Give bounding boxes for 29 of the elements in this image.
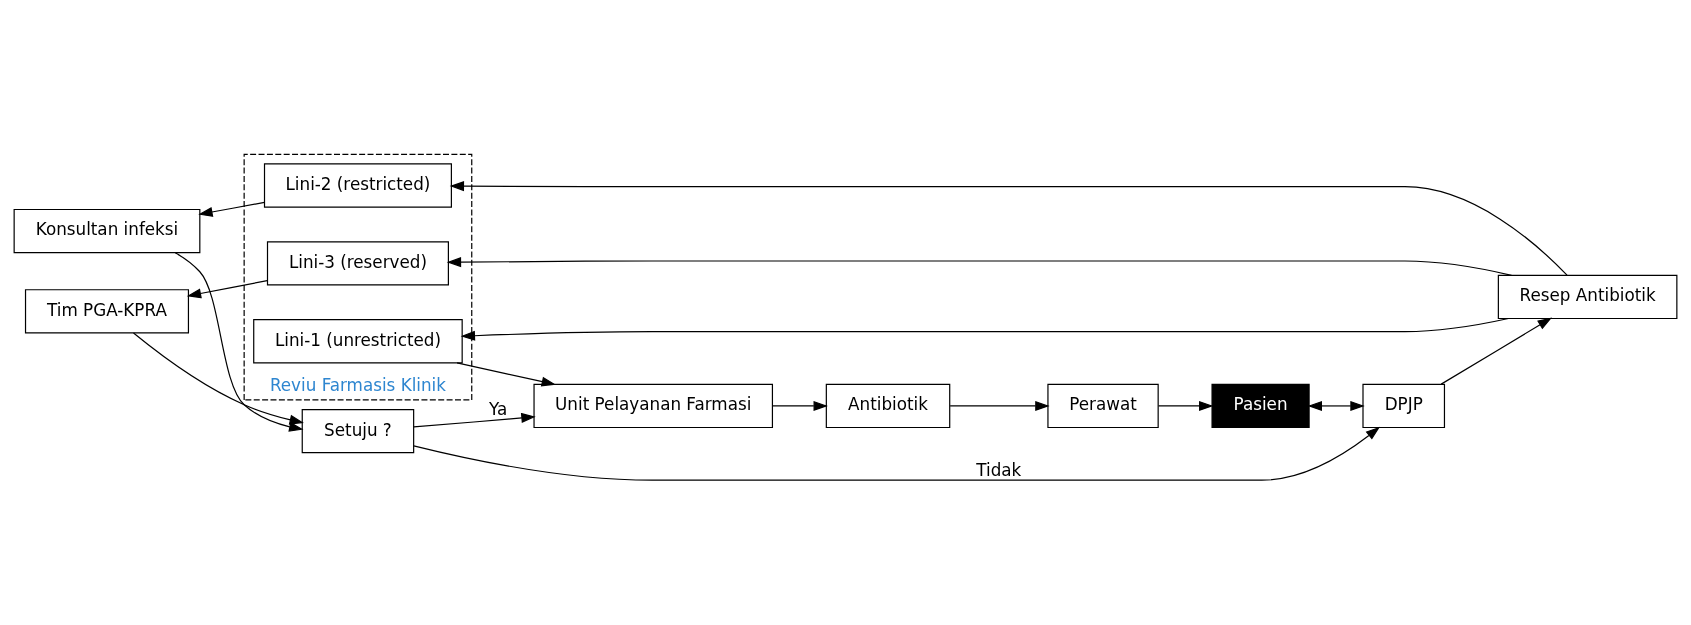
arrow: [174, 252, 304, 432]
arrow: [413, 412, 536, 428]
arrow: [460, 317, 1510, 341]
node-box: Pasien: [1211, 383, 1310, 429]
arrow: [198, 201, 266, 217]
node-box: Antibiotik: [825, 383, 951, 429]
arrow: [449, 181, 1568, 276]
node-box: Unit Pelayanan Farmasi: [533, 383, 774, 429]
node-box: DPJP: [1362, 383, 1446, 429]
arrow: [772, 400, 828, 411]
arrow: [413, 426, 1381, 481]
node-box: Perawat: [1047, 383, 1159, 429]
node-box: Lini-3 (reserved): [266, 241, 449, 286]
edge-label: Ya: [488, 398, 508, 419]
node-box: Lini-1 (unrestricted): [253, 319, 463, 364]
arrow: [132, 332, 304, 425]
node-box: Setuju ?: [301, 408, 415, 454]
arrow: [1157, 400, 1214, 411]
node-box: Lini-2 (restricted): [263, 163, 452, 208]
node-box: Resep Antibiotik: [1497, 274, 1678, 320]
arrow: [446, 257, 1513, 276]
arrow: [456, 362, 556, 387]
arrow: [1440, 317, 1553, 385]
node-box: Tim PGA-KPRA: [24, 289, 190, 334]
arrow: [186, 280, 268, 299]
node-box: Konsultan infeksi: [13, 208, 201, 254]
arrow: [1307, 400, 1365, 411]
edge-label: Tidak: [976, 459, 1022, 480]
arrow: [949, 400, 1050, 411]
